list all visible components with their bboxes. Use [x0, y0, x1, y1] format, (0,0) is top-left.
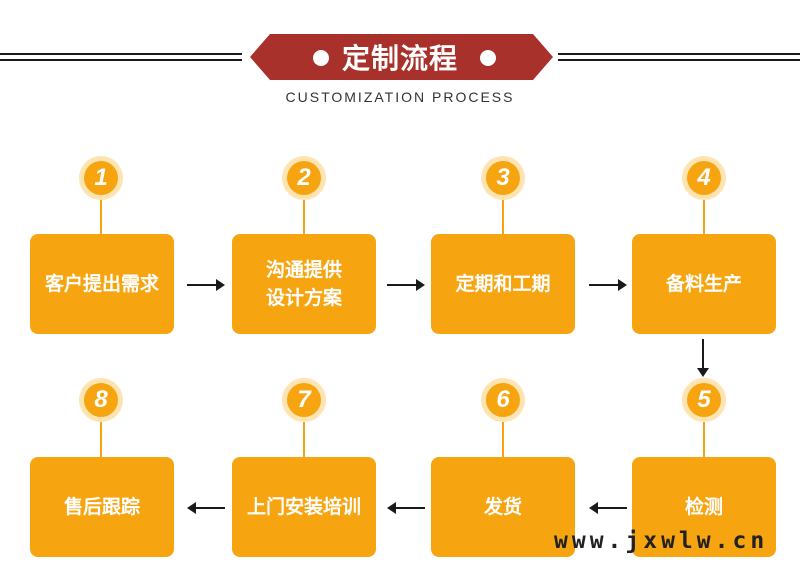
- watermark: www.jxwlw.cn: [554, 528, 769, 554]
- arrow-down-4-5: [697, 339, 709, 377]
- step-1-badge: 1: [79, 156, 123, 200]
- step-3-connector: [502, 200, 504, 234]
- banner-right-dot: [480, 50, 496, 66]
- step-4-box: 备料生产: [632, 234, 776, 334]
- step-3-number: 3: [486, 161, 520, 195]
- step-6-box: 发货: [431, 457, 575, 557]
- header-right-line-bottom: [558, 59, 800, 61]
- step-8-number: 8: [84, 383, 118, 417]
- page-title: 定制流程: [341, 42, 458, 75]
- arrow-left-5-6: [589, 502, 627, 514]
- step-1-number: 1: [84, 161, 118, 195]
- step-8-box: 售后跟踪: [30, 457, 174, 557]
- step-6-connector: [502, 422, 504, 457]
- arrow-right-2-3: [387, 279, 425, 291]
- step-3-box: 定期和工期: [431, 234, 575, 334]
- step-2-connector: [303, 200, 305, 234]
- header-right-line-top: [558, 53, 800, 55]
- step-5-connector: [703, 422, 705, 457]
- step-1-box: 客户提出需求: [30, 234, 174, 334]
- step-5-number: 5: [687, 383, 721, 417]
- step-8-badge: 8: [79, 378, 123, 422]
- step-7-connector: [303, 422, 305, 457]
- arrow-left-6-7: [387, 502, 425, 514]
- arrow-left-7-8: [187, 502, 225, 514]
- step-3-badge: 3: [481, 156, 525, 200]
- step-5-box: 检测: [632, 457, 776, 557]
- arrow-right-3-4: [589, 279, 627, 291]
- step-4-badge: 4: [682, 156, 726, 200]
- step-1-connector: [100, 200, 102, 234]
- step-7-number: 7: [287, 383, 321, 417]
- step-5-badge: 5: [682, 378, 726, 422]
- step-2-number: 2: [287, 161, 321, 195]
- step-2-badge: 2: [282, 156, 326, 200]
- step-8-connector: [100, 422, 102, 457]
- header-left-line-top: [0, 53, 242, 55]
- banner-left-dot: [313, 50, 329, 66]
- step-6-badge: 6: [481, 378, 525, 422]
- arrow-right-1-2: [187, 279, 225, 291]
- step-2-box: 沟通提供 设计方案: [232, 234, 376, 334]
- step-6-number: 6: [486, 383, 520, 417]
- step-4-number: 4: [687, 161, 721, 195]
- step-4-connector: [703, 200, 705, 234]
- title-banner: [250, 34, 553, 80]
- step-7-box: 上门安装培训: [232, 457, 376, 557]
- page-subtitle: CUSTOMIZATION PROCESS: [285, 89, 515, 105]
- header-left-line-bottom: [0, 59, 242, 61]
- step-7-badge: 7: [282, 378, 326, 422]
